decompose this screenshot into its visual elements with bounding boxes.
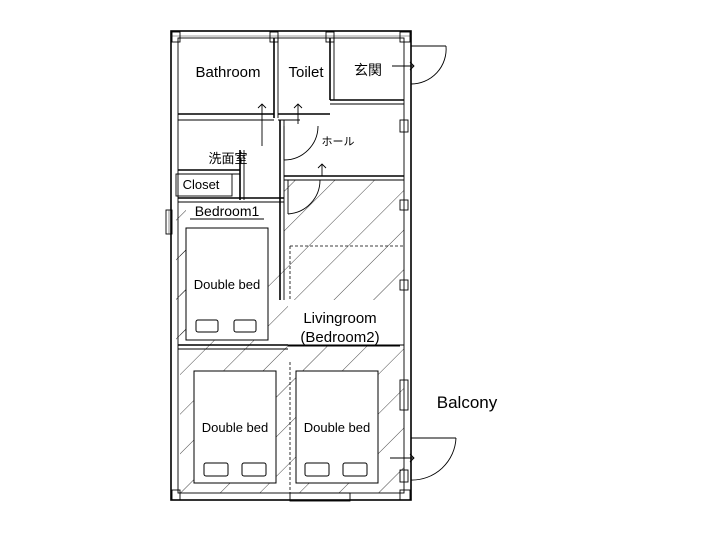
label-washroom: 洗面室 xyxy=(208,151,247,167)
label-bedroom1: Bedroom1 xyxy=(195,203,260,219)
label-bed-2: Double bed xyxy=(202,420,269,435)
interior-walls xyxy=(165,38,409,483)
label-balcony: Balcony xyxy=(437,393,498,412)
label-toilet: Toilet xyxy=(288,64,324,81)
label-closet: Closet xyxy=(183,177,220,192)
label-bed-3: Double bed xyxy=(304,420,371,435)
outer-walls xyxy=(170,30,412,501)
label-bed-1: Double bed xyxy=(194,277,261,292)
dashed-dividers xyxy=(289,245,404,502)
label-entrance: 玄関 xyxy=(354,62,382,79)
bed-3-shape xyxy=(295,370,379,484)
label-bathroom: Bathroom xyxy=(195,64,260,81)
label-livingroom: Livingroom xyxy=(303,310,376,327)
bed-2-shape xyxy=(193,370,277,484)
label-hall: ホール xyxy=(322,135,355,148)
bed-1-shape xyxy=(185,227,269,341)
label-livingroom-sub: (Bedroom2) xyxy=(300,329,379,346)
doors xyxy=(257,45,457,481)
